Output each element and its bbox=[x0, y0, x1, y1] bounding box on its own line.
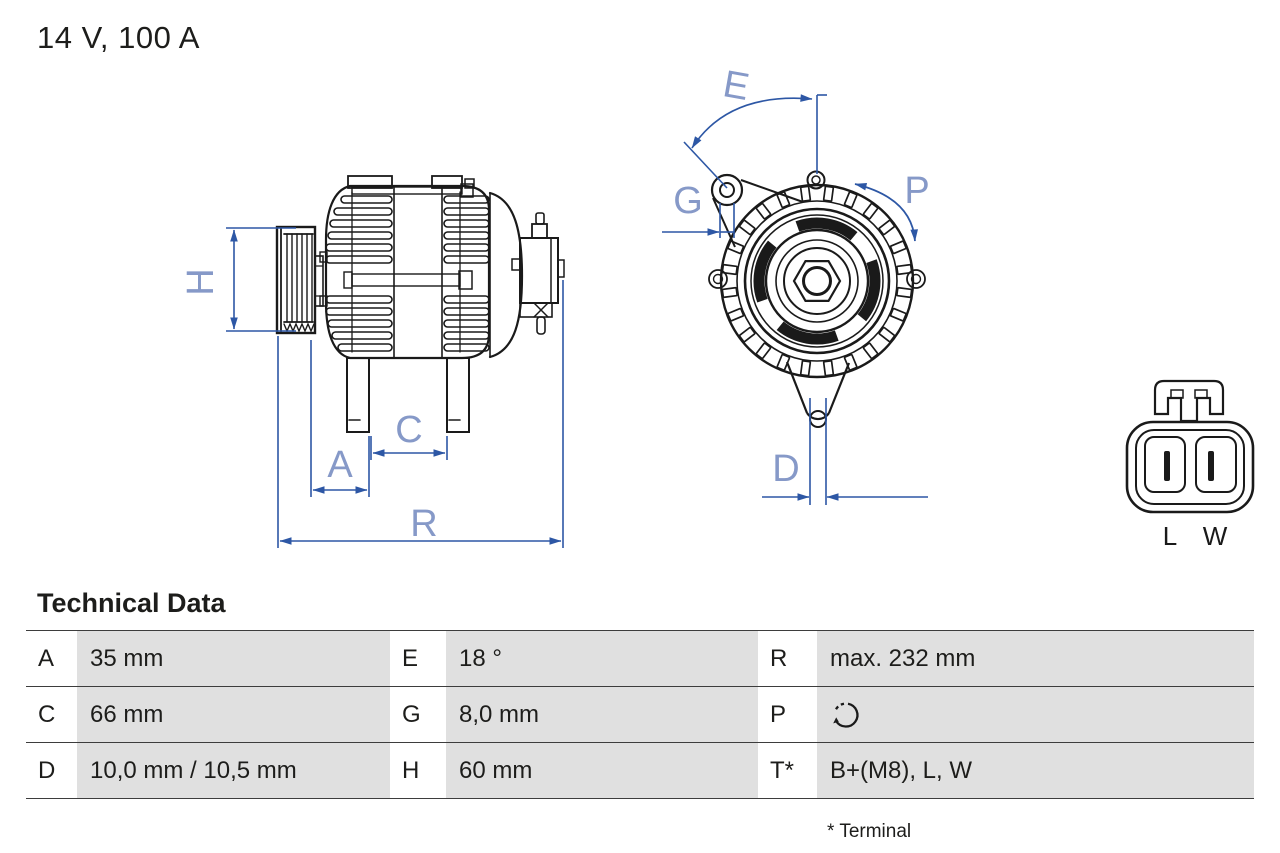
b-plus-terminal bbox=[531, 223, 548, 239]
dim-label-g: G bbox=[673, 180, 703, 222]
terminal-l-label: L bbox=[1163, 521, 1177, 551]
dim-label-h: H bbox=[180, 268, 222, 295]
pulley bbox=[275, 225, 324, 335]
rotation-direction-arc bbox=[854, 183, 918, 242]
top-lug bbox=[806, 170, 826, 190]
rotation-direction-icon bbox=[833, 702, 859, 728]
dim-value-e: 18 ° bbox=[446, 631, 758, 686]
dimension-e bbox=[683, 94, 827, 189]
dim-key-e: E bbox=[390, 631, 446, 686]
dim-value-t: B+(M8), L, W bbox=[817, 743, 1254, 798]
front-housing-outline bbox=[719, 183, 915, 379]
bearing-pads bbox=[753, 217, 881, 345]
connector-body bbox=[1125, 420, 1255, 514]
dim-label-p: P bbox=[904, 170, 929, 212]
dimension-c bbox=[370, 436, 448, 460]
connector-latch bbox=[1153, 379, 1225, 423]
dim-key-t: T* bbox=[758, 743, 817, 798]
alternator-front-view bbox=[708, 170, 926, 428]
right-ear bbox=[906, 269, 926, 289]
terminal-footnote: * Terminal bbox=[827, 821, 912, 842]
dim-label-e: E bbox=[720, 63, 752, 109]
dimension-g bbox=[662, 203, 735, 238]
mounting-feet bbox=[346, 357, 470, 433]
cooling-fins-front bbox=[325, 195, 393, 352]
shaft-bore bbox=[802, 266, 832, 296]
shaft-hex-nut bbox=[792, 260, 842, 302]
dim-value-p bbox=[817, 687, 1254, 742]
terminal-l-pin bbox=[1164, 451, 1170, 481]
dimension-annotations: H A C R E G P D bbox=[180, 63, 930, 548]
tie-bolt-mid bbox=[351, 273, 461, 287]
dim-key-p: P bbox=[758, 687, 817, 742]
rear-cover bbox=[488, 191, 524, 359]
terminal-w-socket bbox=[1195, 436, 1237, 493]
alternator-side-view bbox=[275, 175, 565, 433]
table-title: Technical Data bbox=[37, 588, 226, 618]
tie-bolt-top bbox=[351, 186, 463, 195]
dim-label-a: A bbox=[327, 444, 353, 486]
bottom-lug bbox=[785, 361, 851, 428]
dim-value-c: 66 mm bbox=[77, 687, 390, 742]
dimension-r bbox=[277, 280, 564, 548]
housing-body bbox=[319, 175, 491, 360]
dim-label-r: R bbox=[410, 503, 437, 545]
left-ear bbox=[708, 269, 728, 289]
dim-key-g: G bbox=[390, 687, 446, 742]
dimension-a bbox=[310, 340, 370, 497]
dim-key-c: C bbox=[26, 687, 77, 742]
connector-diagram: L W bbox=[1125, 379, 1255, 551]
dimension-h bbox=[226, 227, 296, 332]
dim-value-a: 35 mm bbox=[77, 631, 390, 686]
terminal-w-label: W bbox=[1203, 521, 1228, 551]
dim-key-d: D bbox=[26, 743, 77, 798]
dim-label-c: C bbox=[395, 409, 422, 451]
voltage-amperage-title: 14 V, 100 A bbox=[37, 20, 200, 55]
terminal-l-socket bbox=[1144, 436, 1186, 493]
regulator-block bbox=[511, 212, 565, 335]
dim-value-d: 10,0 mm / 10,5 mm bbox=[77, 743, 390, 798]
dim-key-a: A bbox=[26, 631, 77, 686]
dim-value-h: 60 mm bbox=[446, 743, 758, 798]
dim-label-d: D bbox=[772, 448, 799, 490]
terminal-w-pin bbox=[1208, 451, 1214, 481]
dim-key-r: R bbox=[758, 631, 817, 686]
mounting-ear bbox=[710, 173, 804, 248]
dim-value-r: max. 232 mm bbox=[817, 631, 1254, 686]
shaft-end bbox=[314, 255, 324, 307]
dim-value-g: 8,0 mm bbox=[446, 687, 758, 742]
dim-key-h: H bbox=[390, 743, 446, 798]
cooling-fins-rear bbox=[443, 195, 490, 352]
dimension-d bbox=[762, 398, 928, 505]
